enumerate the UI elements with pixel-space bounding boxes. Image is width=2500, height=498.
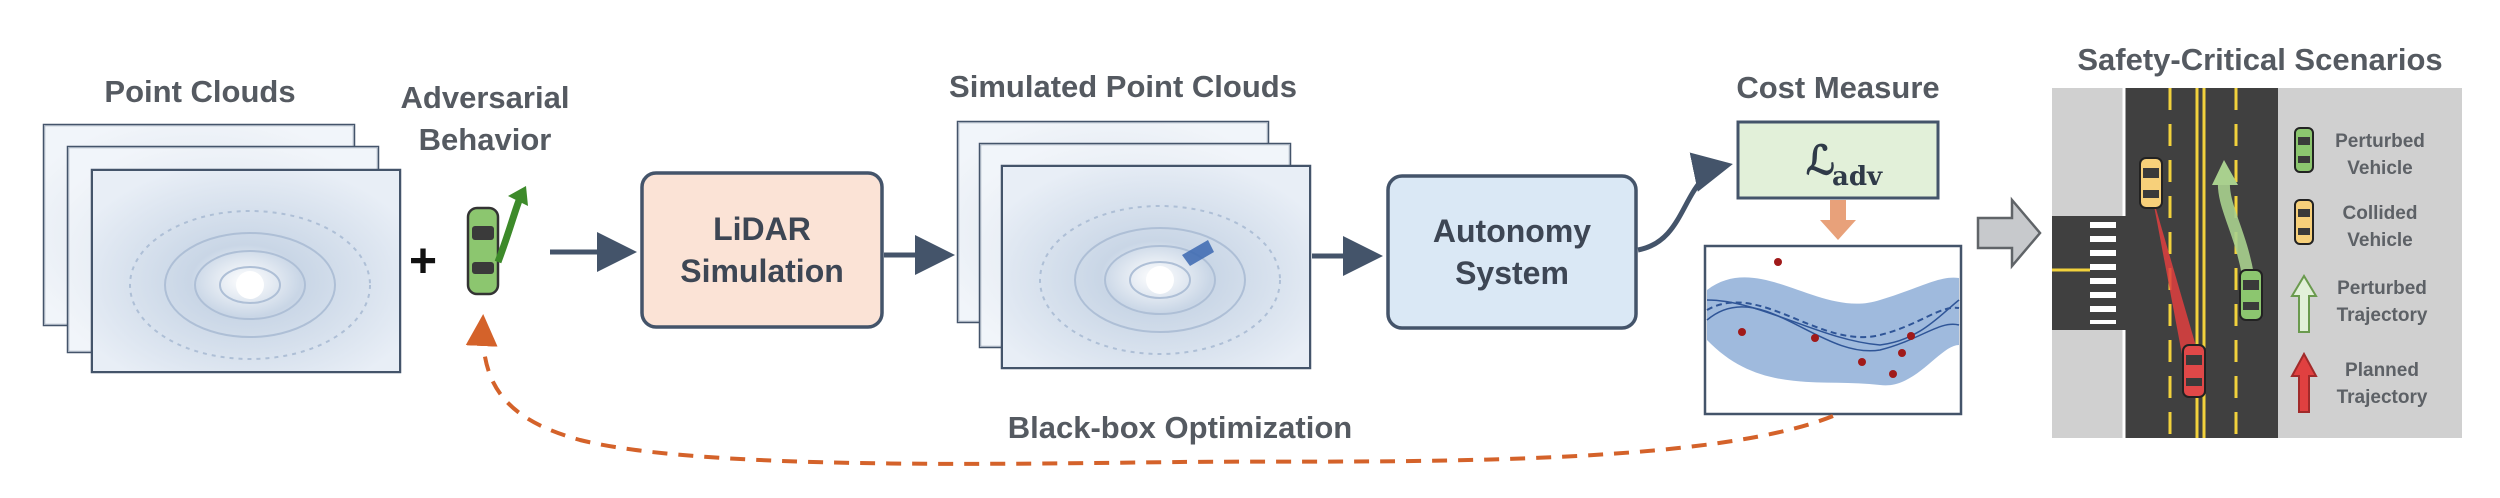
green-arrow-icon [2290, 274, 2318, 333]
plus-sign: + [409, 235, 437, 288]
optimization-plot [1703, 244, 1963, 416]
scenario-scene [2052, 88, 2462, 438]
adversarial-title-line1: Adversarial [401, 80, 570, 115]
green-car-icon [2294, 127, 2314, 173]
legend-perturbed-vehicle-line2: Vehicle [2347, 158, 2413, 179]
lidar-simulation-label-1: LiDAR [713, 211, 811, 247]
adversarial-title-line2: Behavior [419, 122, 552, 157]
cost-down-arrow-icon [1820, 200, 1856, 240]
autonomy-system-box: Autonomy System [1386, 174, 1638, 330]
legend-perturbed-vehicle: Perturbed Vehicle [2294, 127, 2425, 179]
red-arrow-icon [2290, 351, 2318, 413]
legend-collided-vehicle-line1: Collided [2343, 203, 2418, 224]
cost-measure-title: Cost Measure [1736, 70, 1939, 105]
legend-collided-vehicle-line2: Vehicle [2347, 230, 2413, 251]
perturbed-vehicle-icon [2239, 269, 2263, 321]
legend-planned-trajectory-line2: Trajectory [2337, 387, 2428, 408]
arrow-to-scenarios-icon [1976, 196, 2042, 270]
autonomy-system-label-1: Autonomy [1433, 213, 1591, 249]
legend-planned-trajectory: Planned Trajectory [2290, 351, 2428, 413]
point-cloud-stack [42, 123, 402, 374]
safety-critical-title: Safety-Critical Scenarios [2077, 42, 2442, 77]
optimization-loop-arrow [465, 314, 1834, 466]
legend-perturbed-trajectory-line1: Perturbed [2337, 278, 2427, 299]
cost-loss-box: ℒ adv [1736, 120, 1940, 200]
yellow-car-icon [2294, 199, 2314, 245]
point-cloud-front [90, 168, 402, 374]
legend-planned-trajectory-line1: Planned [2345, 360, 2419, 381]
scenario-legend: Perturbed Vehicle Collided Vehicle Pertu… [2290, 127, 2428, 413]
simulated-point-clouds-title: Simulated Point Clouds [949, 69, 1297, 104]
loss-subscript: adv [1832, 162, 1883, 192]
lidar-simulation-label-2: Simulation [680, 253, 844, 289]
ego-vehicle-icon [2182, 344, 2206, 398]
adversarial-car-icon [466, 186, 528, 296]
legend-collided-vehicle: Collided Vehicle [2294, 199, 2418, 251]
simulated-point-cloud-stack [956, 120, 1312, 370]
lidar-simulation-box: LiDAR Simulation [640, 171, 884, 329]
point-clouds-title: Point Clouds [104, 74, 295, 109]
simulated-point-cloud-front [1000, 164, 1312, 370]
arrow-to-cost [1637, 152, 1733, 253]
autonomy-system-label-2: System [1455, 255, 1569, 291]
legend-perturbed-vehicle-line1: Perturbed [2335, 131, 2425, 152]
collided-vehicle-icon [2139, 157, 2163, 209]
loss-symbol: ℒ [1806, 137, 1835, 184]
legend-perturbed-trajectory: Perturbed Trajectory [2290, 274, 2428, 333]
black-box-optimization-label: Black-box Optimization [1008, 410, 1352, 445]
legend-perturbed-trajectory-line2: Trajectory [2337, 305, 2428, 326]
